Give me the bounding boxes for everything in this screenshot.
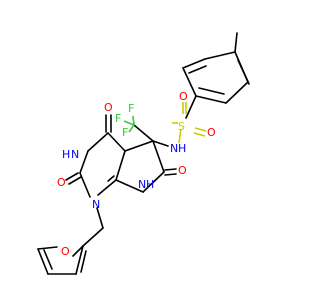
atom-fluorine-3: F <box>122 126 128 139</box>
atom-fluorine-2: F <box>128 102 134 115</box>
atom-o6: O <box>178 164 187 177</box>
atom-n7: N <box>138 178 146 191</box>
atom-fluorine-1: F <box>115 112 121 125</box>
atom-n3-hydrogen: H <box>62 148 70 161</box>
molecule-structure: O N H N N H O O O F F F N H S O O <box>37 32 250 275</box>
atom-sulfonyl-oxygen-2: O <box>207 126 216 139</box>
atom-sulfonyl-oxygen-1: O <box>179 90 188 103</box>
atom-sulfonamide-nitrogen: N <box>170 142 178 155</box>
atom-furan-oxygen: O <box>61 245 70 258</box>
atom-sulfur: S <box>178 120 185 133</box>
atom-o2: O <box>57 176 66 189</box>
atom-n1: N <box>92 198 100 211</box>
atom-sulfonamide-hydrogen: H <box>178 142 186 155</box>
atom-n3: N <box>71 148 79 161</box>
atom-n7-hydrogen: H <box>146 178 154 191</box>
bond-lines <box>37 32 250 275</box>
atom-o4: O <box>104 101 113 114</box>
atom-labels: O N H N N H O O O F F F N H S O O <box>57 90 216 258</box>
structure-svg: O N H N N H O O O F F F N H S O O <box>37 32 250 275</box>
hetero-bond-lines <box>123 102 207 144</box>
